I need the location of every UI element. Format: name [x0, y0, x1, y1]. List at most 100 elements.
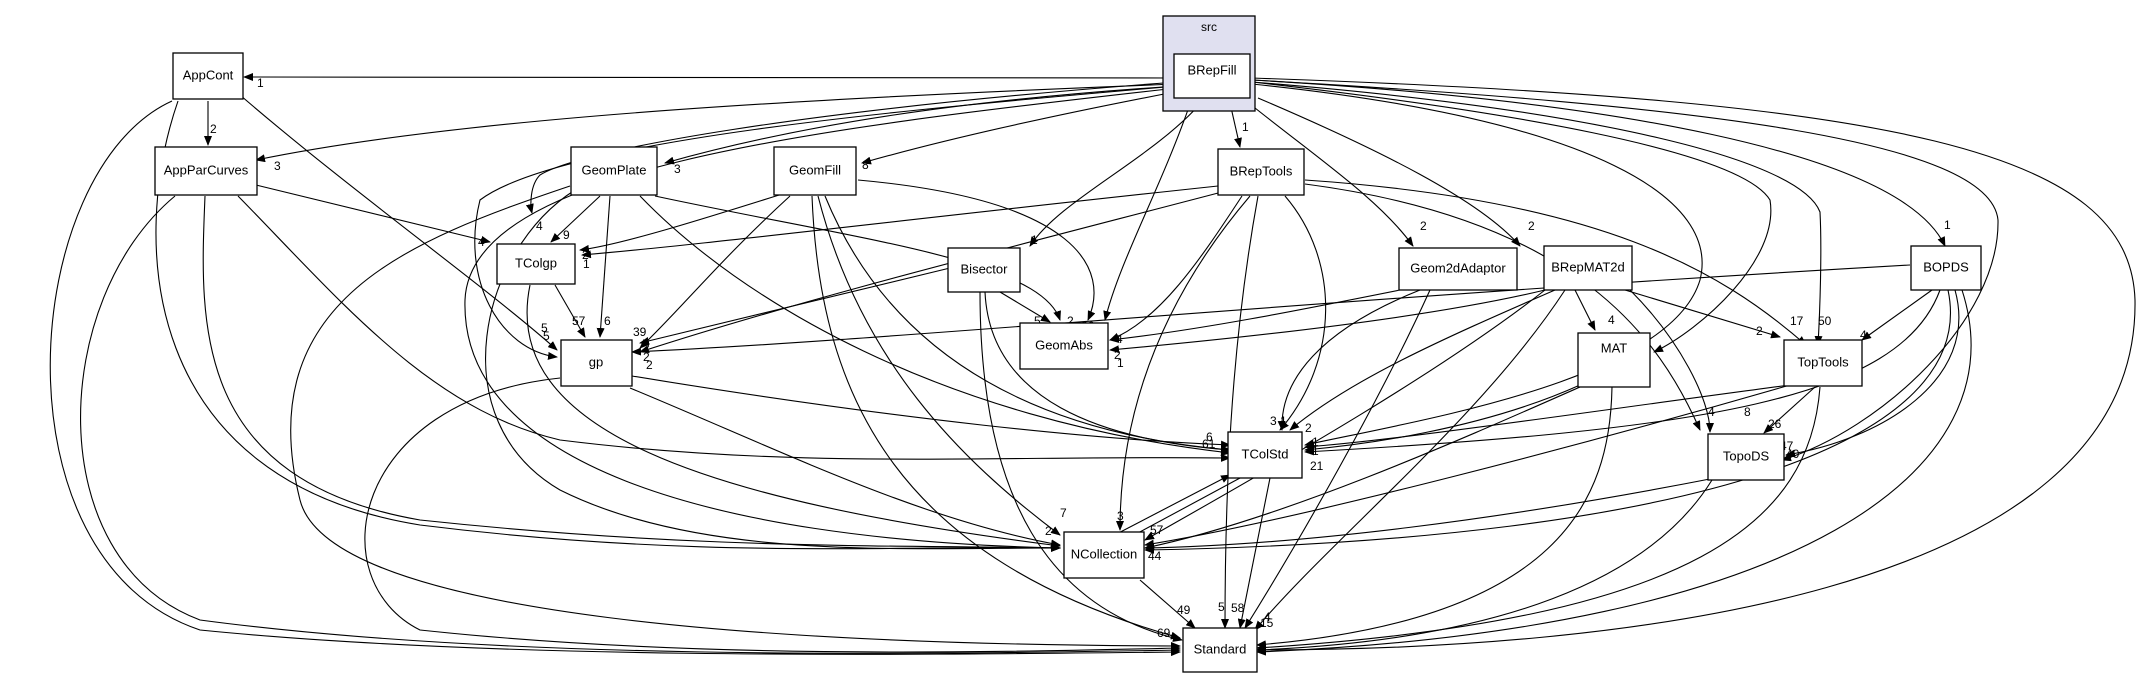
- edge-label: 4: [536, 219, 543, 233]
- edge-brepmat2d-mat: [1574, 289, 1596, 331]
- node-brepmat2d[interactable]: BRepMAT2d: [1543, 245, 1633, 291]
- node-tcolstd[interactable]: TColStd: [1227, 431, 1303, 479]
- node-label: BRepFill: [1187, 62, 1236, 77]
- edge-brepfill-bisector: [1029, 103, 1201, 247]
- edge-brepfill-ncollection: [464, 87, 1178, 552]
- edge-bisector-tcolstd: [984, 291, 1231, 454]
- node-label: gp: [589, 354, 603, 369]
- nodes: AppCont AppParCurves GeomPlate GeomFill …: [154, 52, 1982, 673]
- edge-label: 58: [1231, 601, 1245, 615]
- edge-label: 1: [1312, 444, 1319, 458]
- cluster-src: src BRepFill: [1162, 15, 1256, 112]
- edge-label: 3: [1117, 509, 1124, 523]
- edge-label: 7: [1060, 506, 1067, 520]
- node-standard[interactable]: Standard: [1182, 627, 1258, 673]
- edge-label: 1: [1031, 233, 1038, 247]
- edge-geomplate-geomabs: [654, 195, 1061, 321]
- edges: [49, 73, 2136, 657]
- node-toptools[interactable]: TopTools: [1783, 339, 1863, 387]
- edge-label: 4: [1860, 328, 1867, 342]
- edge-topods-standard: [1256, 479, 1713, 654]
- edge-label: 2: [1305, 421, 1312, 435]
- edge-appcont-standard: [49, 100, 1181, 657]
- edge-brepfill-appcont: [243, 73, 1178, 82]
- node-label: GeomPlate: [581, 162, 646, 177]
- node-box: [1217, 148, 1305, 196]
- edge-brepfill-geomplate: [664, 85, 1179, 165]
- node-box: [1398, 247, 1518, 291]
- node-label: TColgp: [515, 255, 557, 270]
- node-geomabs[interactable]: GeomAbs: [1019, 322, 1109, 370]
- edge-appparcurves-tcolgp: [255, 184, 491, 244]
- edge-label: 61: [1202, 437, 1216, 451]
- edge-label: 4: [478, 235, 485, 249]
- edge-label: 8: [1744, 405, 1751, 419]
- node-box: [1783, 339, 1863, 387]
- edge-geomfill-geomabs: [857, 179, 1096, 321]
- edge-label: 2: [582, 248, 589, 262]
- node-bisector[interactable]: Bisector: [947, 247, 1021, 293]
- node-box: [496, 243, 576, 285]
- edge-bopds-gp: [631, 264, 1911, 356]
- node-box: [172, 52, 244, 100]
- node-tcolgp[interactable]: TColgp: [496, 243, 576, 285]
- node-label: Bisector: [961, 261, 1009, 276]
- edge-label: 57: [1150, 523, 1164, 537]
- node-brepfill[interactable]: BRepFill: [1173, 53, 1251, 99]
- edge-label: 1: [257, 76, 264, 90]
- edge-label: 2: [1420, 219, 1427, 233]
- edge-geomfill-gp: [639, 195, 791, 349]
- edge-label: 9: [563, 228, 570, 242]
- edge-geomplate-tcolstd: [639, 195, 1231, 456]
- edge-label: 26: [1768, 417, 1782, 431]
- edge-label: 2: [1756, 324, 1763, 338]
- edge-brepfill-toptools: [1251, 81, 1823, 346]
- node-ncollection[interactable]: NCollection: [1063, 531, 1145, 579]
- edge-brepfill-appparcurves: [255, 83, 1178, 163]
- edge-label: 6: [604, 314, 611, 328]
- edge-breptools-tcolgp: [581, 185, 1219, 259]
- edge-label: 1: [1242, 120, 1249, 134]
- node-topods[interactable]: TopoDS: [1707, 433, 1785, 481]
- edge-geom2dadaptor-geomabs: [1109, 289, 1401, 343]
- edge-geomfill-tcolgp: [579, 189, 796, 253]
- node-gp[interactable]: gp: [560, 339, 633, 387]
- node-breptools[interactable]: BRepTools: [1217, 148, 1305, 196]
- node-box: [560, 339, 633, 387]
- edge-geomplate-tcolgp: [550, 195, 601, 243]
- node-geomplate[interactable]: GeomPlate: [570, 146, 658, 196]
- edge-geomfill-ncollection: [817, 195, 1061, 536]
- edge-label: 17: [1790, 314, 1804, 328]
- edge-label: 69: [1157, 626, 1171, 640]
- edge-brepfill-geomfill: [861, 89, 1186, 165]
- edge-breptools-tcolstd: [1279, 195, 1327, 431]
- edge-label: 4: [1608, 313, 1615, 327]
- edge-bisector-standard: [979, 291, 1183, 642]
- edge-brepfill-tcolstd-long: [1251, 83, 1703, 447]
- node-box: [1182, 627, 1258, 673]
- node-box: [1227, 431, 1303, 479]
- edge-mat-ncollection: [1144, 386, 1581, 551]
- edge-geom2dadaptor-standard: [1244, 289, 1431, 629]
- edge-toptools-tcolstd: [1304, 384, 1791, 451]
- edge-label: 15: [1260, 616, 1274, 630]
- edge-label: 1: [583, 257, 590, 271]
- node-geom2dadaptor[interactable]: Geom2dAdaptor: [1398, 247, 1518, 291]
- edge-label: 1: [1117, 356, 1124, 370]
- node-bopds[interactable]: BOPDS: [1910, 245, 1982, 291]
- node-box: [773, 146, 857, 196]
- edge-brepfill-topods: [1251, 79, 1999, 462]
- node-box: [570, 146, 658, 196]
- edge-label: 57: [572, 314, 586, 328]
- node-mat[interactable]: MAT: [1577, 332, 1651, 388]
- edge-bopds-topods: [1785, 289, 1960, 458]
- edge-breptools-ncollection: [1116, 195, 1251, 531]
- edge-label: 2: [1528, 219, 1535, 233]
- node-label: TopTools: [1797, 354, 1849, 369]
- edge-geomplate-gp: [596, 195, 611, 338]
- edge-breptools-geomabs: [1109, 195, 1243, 341]
- edge-label: 39: [633, 325, 647, 339]
- node-geomfill[interactable]: GeomFill: [773, 146, 857, 196]
- node-appcont[interactable]: AppCont: [172, 52, 244, 100]
- node-appparcurves[interactable]: AppParCurves: [154, 146, 258, 196]
